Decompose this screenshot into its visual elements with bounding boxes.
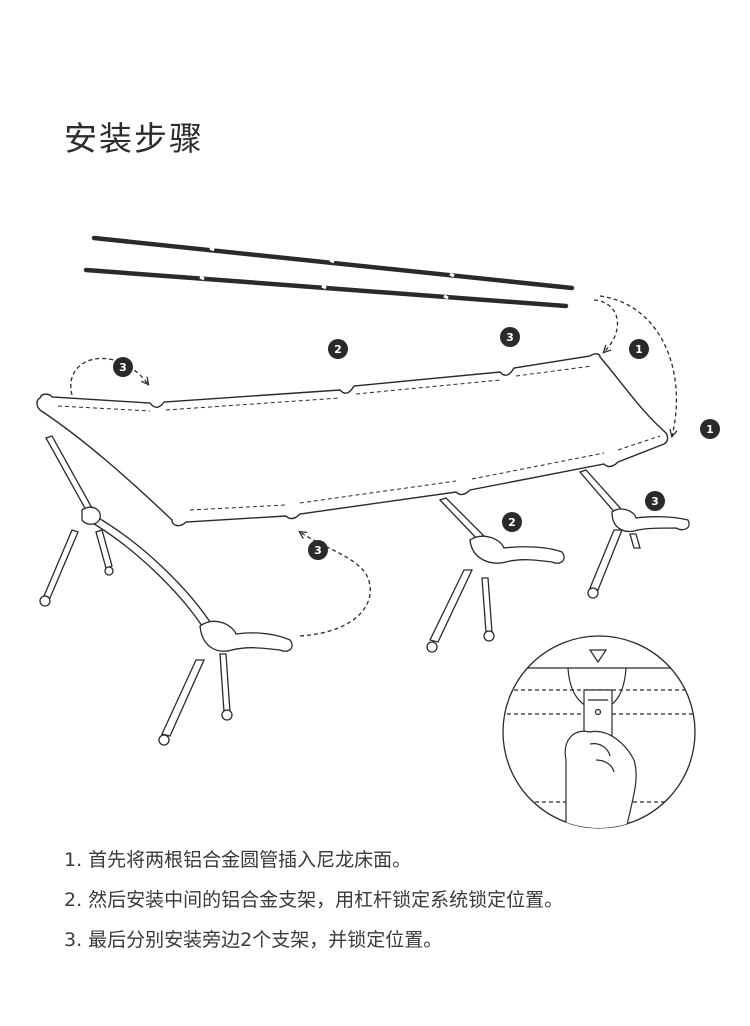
marker-3-right: 3 [645,491,665,511]
svg-text:2: 2 [334,343,342,356]
nylon-bed-surface [36,353,669,527]
marker-3-left: 3 [113,357,133,377]
svg-text:1: 1 [706,423,714,436]
svg-text:3: 3 [119,361,127,374]
step-1: 1. 首先将两根铝合金圆管插入尼龙床面。 [64,849,412,871]
end-support-left [39,435,293,746]
insertion-arrows [70,295,677,637]
svg-text:3: 3 [506,331,514,344]
arrow-top-left [70,357,148,396]
marker-2-middle-support: 2 [502,512,522,532]
end-support-right [578,469,690,599]
arrow-top-right-2 [599,295,676,436]
aluminium-tubes [83,235,575,309]
svg-text:1: 1 [635,343,643,356]
step-3: 3. 最后分别安装旁边2个支架，并锁定位置。 [64,929,443,951]
instruction-steps: 1. 首先将两根铝合金圆管插入尼龙床面。 2. 然后安装中间的铝合金支架，用杠杆… [64,840,724,960]
assembly-diagram: 1 1 2 2 3 3 3 3 [36,235,720,829]
svg-text:3: 3 [651,495,659,508]
step-markers: 1 1 2 2 3 3 3 3 [113,327,720,560]
arrow-top-right-1 [593,299,619,352]
marker-1-right-upper: 1 [629,339,649,359]
middle-support [426,497,565,653]
svg-text:3: 3 [314,544,322,557]
marker-3-bottom: 3 [308,540,328,560]
arrow-bottom [300,532,371,637]
page-title: 安装步骤 [64,119,204,158]
lock-position-indicator-icon [588,649,608,664]
svg-text:2: 2 [508,516,516,529]
marker-1-right-lower: 1 [700,419,720,439]
marker-3-bed: 3 [500,327,520,347]
marker-2-bed: 2 [328,339,348,359]
step-2: 2. 然后安装中间的铝合金支架，用杠杆锁定系统锁定位置。 [64,889,564,911]
lever-lock-detail-inset [502,635,696,829]
